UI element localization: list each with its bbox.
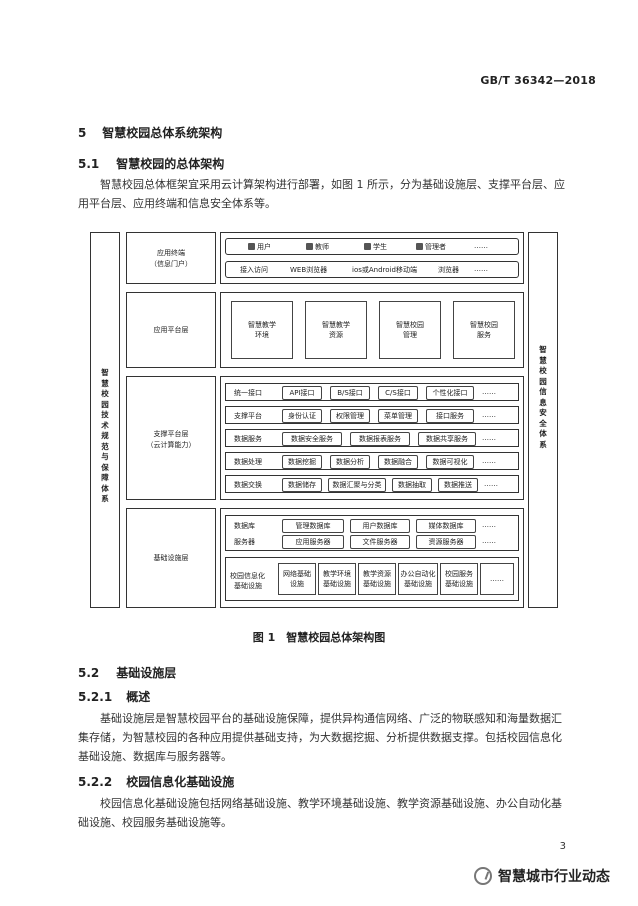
section-5-2-1-heading: 5.2.1 概述 (78, 688, 150, 705)
app-platform-content: 智慧教学环境 智慧教学资源 智慧校园管理 智慧校园服务 (220, 292, 524, 368)
support-row: 数据服务 数据安全服务 数据报表服务 数据共享服务 …… (225, 429, 519, 447)
standard-code: GB/T 36342—2018 (480, 74, 596, 87)
watermark-text: 智慧城市行业动态 (498, 869, 610, 885)
left-side-panel: 智慧校园技术规范与保障体系 (90, 232, 120, 608)
campus-item: 教学资源基础设施 (358, 563, 396, 595)
access-item: ios或Android移动端 (352, 266, 417, 274)
manager-item: 管理者 (416, 242, 446, 252)
section-number: 5.1 (78, 157, 100, 171)
wechat-logo-icon (474, 867, 492, 885)
section-5-2-heading: 5.2 基础设施层 (78, 664, 176, 681)
terminal-sublabel: （信息门户） (150, 260, 192, 268)
section-title: 智慧校园的总体架构 (116, 157, 225, 171)
access-item: 浏览器 (438, 266, 459, 274)
teacher-item: 教师 (306, 242, 329, 252)
user-row: 用户 教师 学生 管理者 …… (225, 238, 519, 255)
section-5-heading: 5 智慧校园总体系统架构 (78, 124, 222, 141)
manager-icon (416, 243, 423, 250)
section-5-2-2-heading: 5.2.2 校园信息化基础设施 (78, 773, 234, 790)
support-platform-label: 支撑平台层 (153, 430, 189, 438)
section-title: 智慧校园总体系统架构 (102, 126, 223, 140)
architecture-diagram: 智慧校园技术规范与保障体系 智慧校园信息安全体系 应用终端 （信息门户） 用户 … (90, 230, 558, 612)
support-row: 支撑平台 身份认证 权限管理 菜单管理 接口服务 …… (225, 406, 519, 424)
app-item: 智慧校园服务 (453, 301, 515, 359)
campus-infra-box: 校园信息化 基础设施 网络基础设施 教学环境基础设施 教学资源基础设施 办公自动… (225, 557, 519, 601)
support-platform-content: 统一接口 API接口 B/S接口 C/S接口 个性化接口 …… 支撑平台 身份认… (220, 376, 524, 500)
more-item: …… (474, 242, 488, 250)
section-title: 校园信息化基础设施 (126, 775, 235, 789)
terminal-label: 应用终端 (157, 249, 185, 257)
infra-content: 数据库 管理数据库 用户数据库 媒体数据库 …… 服务器 应用服务器 文件服务器… (220, 508, 524, 608)
infra-label-box: 基础设施层 (126, 508, 216, 608)
figure-caption: 图 1 智慧校园总体架构图 (252, 631, 386, 644)
support-row: 数据交换 数据储存 数据汇聚与分类 数据抽取 数据推送 …… (225, 475, 519, 493)
app-item: 智慧校园管理 (379, 301, 441, 359)
section-5-1-paragraph: 智慧校园总体框架宜采用云计算架构进行部署，如图 1 所示，分为基础设施层、支撑平… (78, 178, 565, 210)
campus-item: 校园服务基础设施 (440, 563, 478, 595)
campus-item: 办公自动化基础设施 (398, 563, 438, 595)
section-number: 5.2.1 (78, 690, 113, 704)
terminal-layer-content: 用户 教师 学生 管理者 …… 接入访问 WEB浏览器 ios或Android移… (220, 232, 524, 284)
teacher-icon (306, 243, 313, 250)
app-item: 智慧教学环境 (231, 301, 293, 359)
db-server-box: 数据库 管理数据库 用户数据库 媒体数据库 …… 服务器 应用服务器 文件服务器… (225, 515, 519, 551)
section-title: 概述 (126, 690, 151, 704)
access-head: 接入访问 (240, 266, 268, 274)
section-5-2-1-paragraph: 基础设施层是智慧校园平台的基础设施保障，提供异构通信网络、广泛的物联感知和海量数… (78, 712, 562, 763)
section-title: 基础设施层 (116, 666, 177, 680)
left-side-label: 智慧校园技术规范与保障体系 (101, 368, 109, 503)
watermark: 智慧城市行业动态 (474, 866, 610, 886)
right-side-label: 智慧校园信息安全体系 (539, 345, 547, 449)
terminal-layer-label-box: 应用终端 （信息门户） (126, 232, 216, 284)
support-platform-sublabel: （云计算能力） (146, 441, 196, 449)
support-platform-label-box: 支撑平台层 （云计算能力） (126, 376, 216, 500)
user-item: 用户 (248, 242, 271, 252)
section-5-2-2-paragraph: 校园信息化基础设施包括网络基础设施、教学环境基础设施、教学资源基础设施、办公自动… (78, 797, 562, 829)
access-row: 接入访问 WEB浏览器 ios或Android移动端 浏览器 …… (225, 261, 519, 278)
access-item: …… (474, 265, 488, 273)
student-item: 学生 (364, 242, 387, 252)
page-number: 3 (559, 841, 566, 852)
section-5-1-heading: 5.1 智慧校园的总体架构 (78, 155, 224, 172)
infra-label: 基础设施层 (153, 554, 189, 562)
support-row: 统一接口 API接口 B/S接口 C/S接口 个性化接口 …… (225, 383, 519, 401)
app-item: 智慧教学资源 (305, 301, 367, 359)
student-icon (364, 243, 371, 250)
access-item: WEB浏览器 (290, 266, 328, 274)
user-icon (248, 243, 255, 250)
section-number: 5.2 (78, 666, 100, 680)
campus-item: 网络基础设施 (278, 563, 316, 595)
support-row: 数据处理 数据挖掘 数据分析 数据融合 数据可视化 …… (225, 452, 519, 470)
section-number: 5.2.2 (78, 775, 113, 789)
section-number: 5 (78, 126, 87, 140)
right-side-panel: 智慧校园信息安全体系 (528, 232, 558, 608)
campus-item: 教学环境基础设施 (318, 563, 356, 595)
campus-item: …… (480, 563, 514, 595)
app-platform-label: 应用平台层 (153, 326, 189, 334)
app-platform-label-box: 应用平台层 (126, 292, 216, 368)
